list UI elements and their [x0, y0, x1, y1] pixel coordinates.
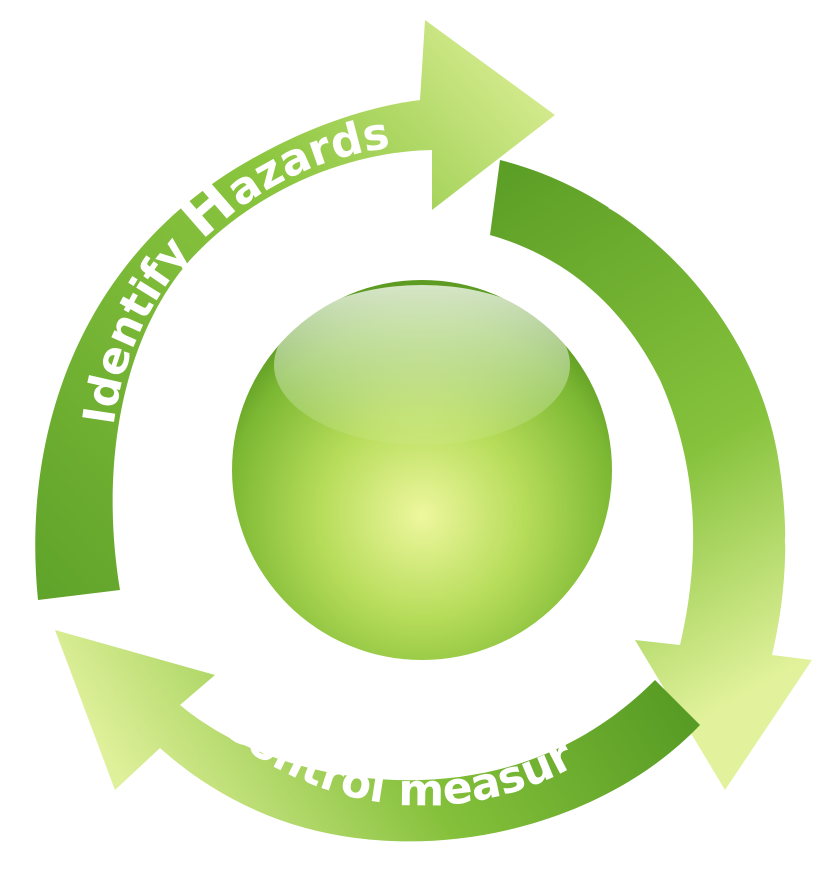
arrow-body-3: [55, 630, 700, 842]
arrow-identify-hazards: [35, 20, 555, 600]
sphere-highlight: [274, 285, 570, 445]
arrow-assess-risks: [490, 160, 812, 790]
arrow-control-measures: [55, 630, 700, 842]
center-sphere: [232, 280, 612, 660]
arrow-body-1: [35, 20, 555, 600]
arrow-body-2: [490, 160, 812, 790]
